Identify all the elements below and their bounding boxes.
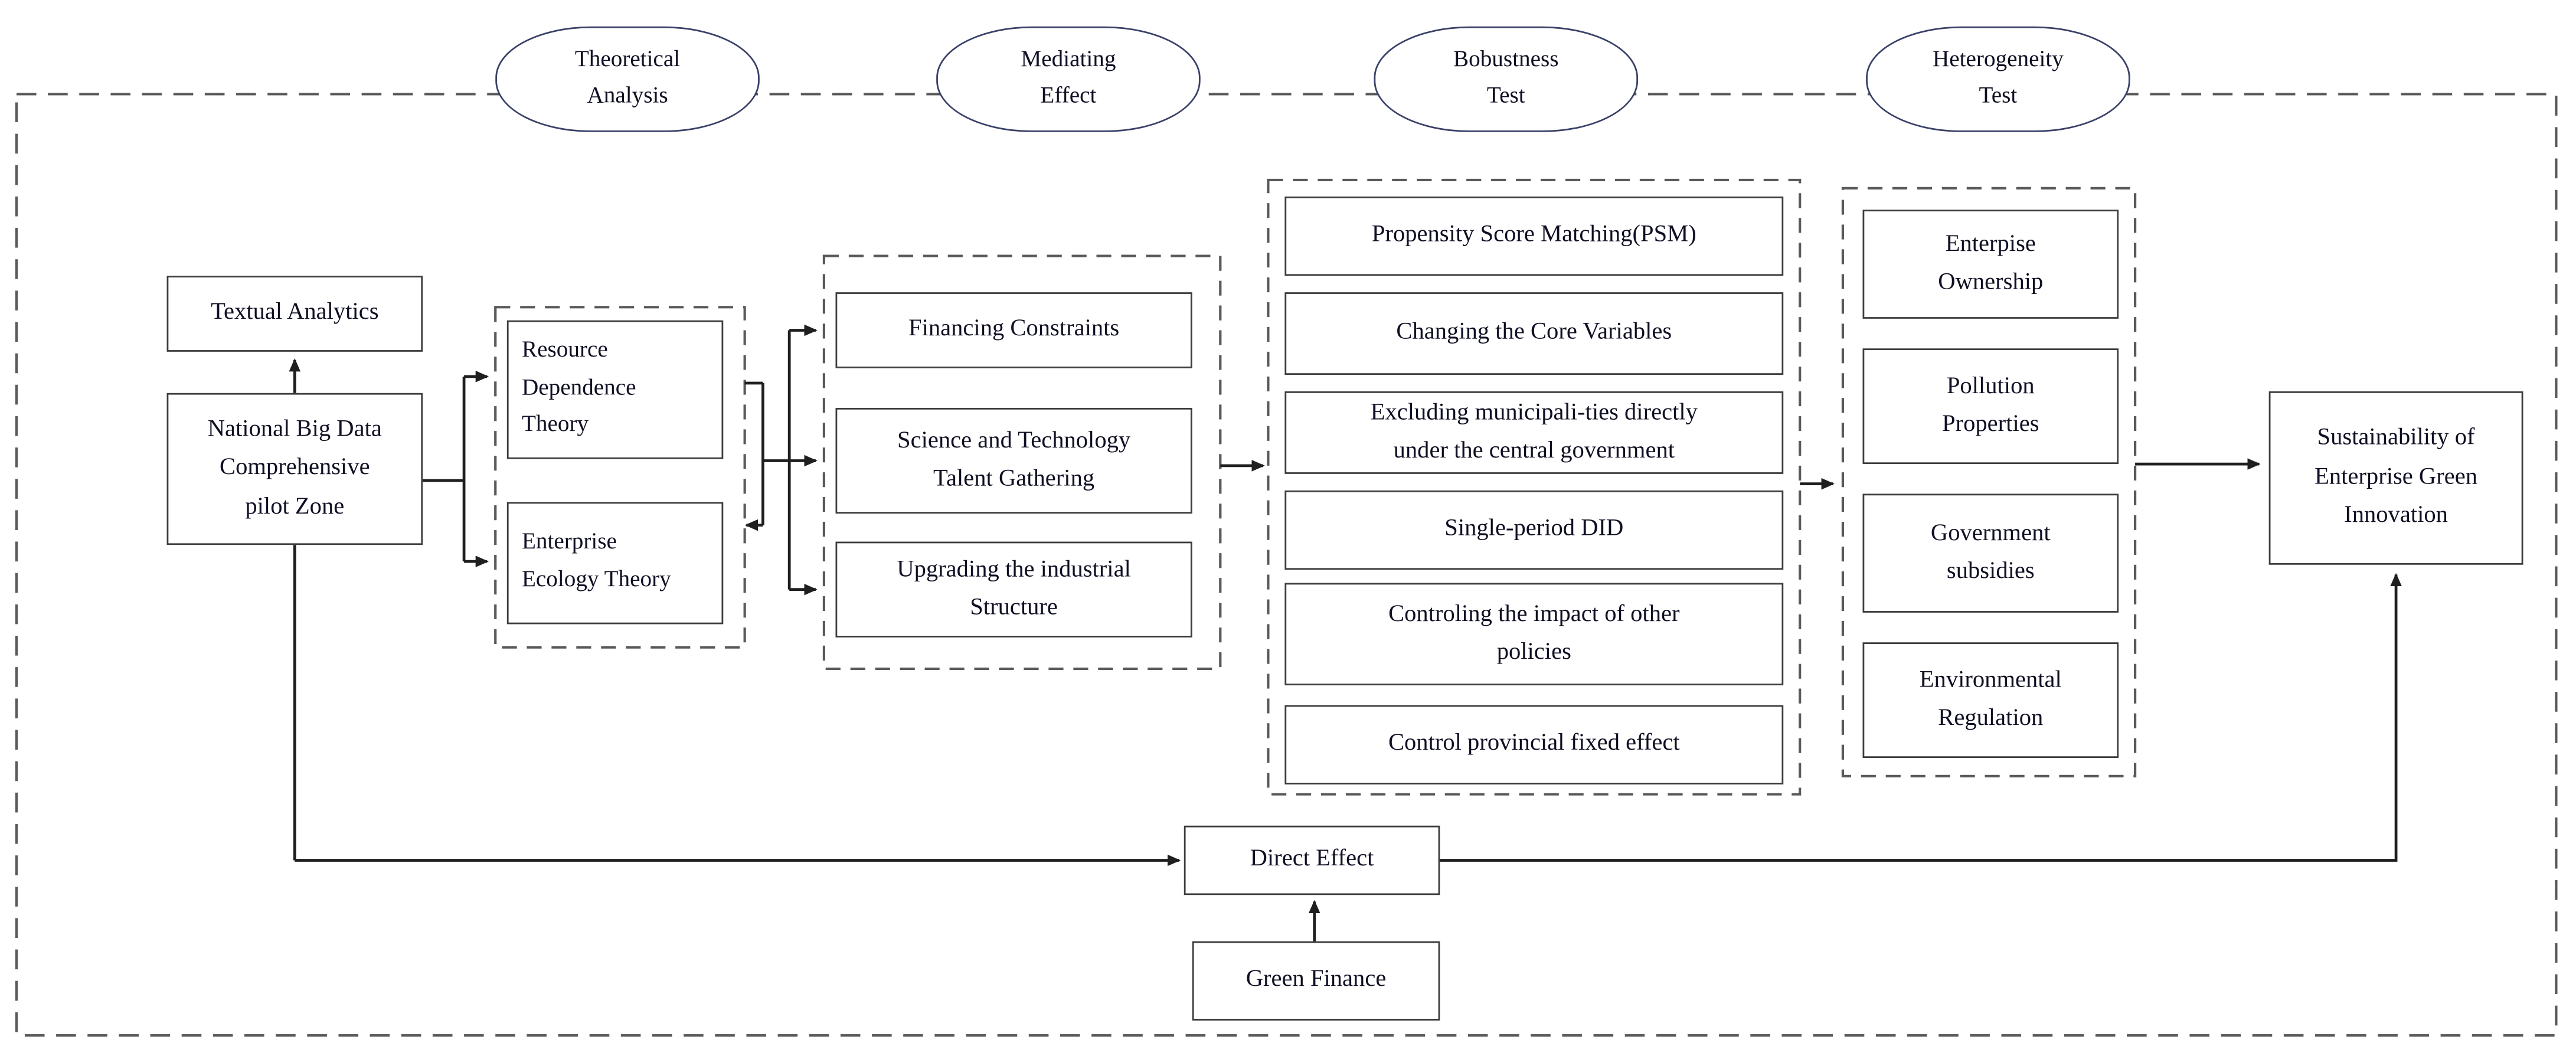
stage-label: Theoretical Analysis	[574, 47, 681, 109]
node-financing-constraints: Financing Constraints	[835, 292, 1192, 368]
node-direct-effect: Direct Effect	[1184, 825, 1440, 895]
robustness-group-frame	[1267, 178, 1802, 796]
stage-label: Mediating Effect	[1021, 47, 1116, 109]
node-changing-core-variables: Changing the Core Variables	[1284, 292, 1784, 375]
node-national-big-data-pilot-zone: National Big Data Comprehensive pilot Zo…	[166, 393, 423, 545]
node-enterprise-ecology-theory: Enterprise Ecology Theory	[506, 502, 724, 625]
connector-trunk-lines	[293, 330, 791, 861]
stage-label: Heterogeneity Test	[1932, 47, 2064, 109]
node-excluding-municipalities: Excluding municipali-ties directly under…	[1284, 391, 1784, 474]
mediating-group-frame	[822, 254, 1222, 671]
node-green-finance: Green Finance	[1192, 941, 1440, 1021]
theory-group-frame	[494, 306, 746, 649]
stage-ellipse-heterogeneity-test: Heterogeneity Test	[1866, 26, 2130, 132]
node-environmental-regulation: Environmental Regulation	[1862, 642, 2119, 759]
node-controlling-other-policies: Controling the impact of other policies	[1284, 583, 1784, 685]
node-government-subsidies: Government subsidies	[1862, 493, 2119, 613]
stage-ellipse-mediating-effect: Mediating Effect	[936, 26, 1201, 132]
stage-label: Bobustness Test	[1453, 47, 1559, 109]
node-industrial-structure-upgrading: Upgrading the industrial Structure	[835, 541, 1192, 638]
node-control-provincial-fixed-effect: Control provincial fixed effect	[1284, 705, 1784, 785]
node-sustainability-green-innovation: Sustainability of Enterprise Green Innov…	[2268, 391, 2523, 565]
heterogeneity-group-frame	[1841, 187, 2137, 777]
outer-dashed-frame	[15, 93, 2558, 1037]
node-textual-analytics: Textual Analytics	[166, 276, 423, 352]
stage-ellipse-robustness-test: Bobustness Test	[1374, 26, 1639, 132]
node-enterprise-ownership: Enterpise Ownership	[1862, 210, 2119, 319]
node-single-period-did: Single-period DID	[1284, 490, 1784, 570]
node-pollution-properties: Pollution Properties	[1862, 348, 2119, 465]
stage-ellipse-theoretical-analysis: Theoretical Analysis	[495, 26, 760, 132]
node-science-technology-talent: Science and Technology Talent Gathering	[835, 407, 1192, 514]
arrow-direct-effect-to-outcome	[1440, 573, 2402, 862]
node-propensity-score-matching: Propensity Score Matching(PSM)	[1284, 196, 1784, 276]
node-resource-dependence-theory: Resource Dependence Theory	[506, 320, 724, 459]
